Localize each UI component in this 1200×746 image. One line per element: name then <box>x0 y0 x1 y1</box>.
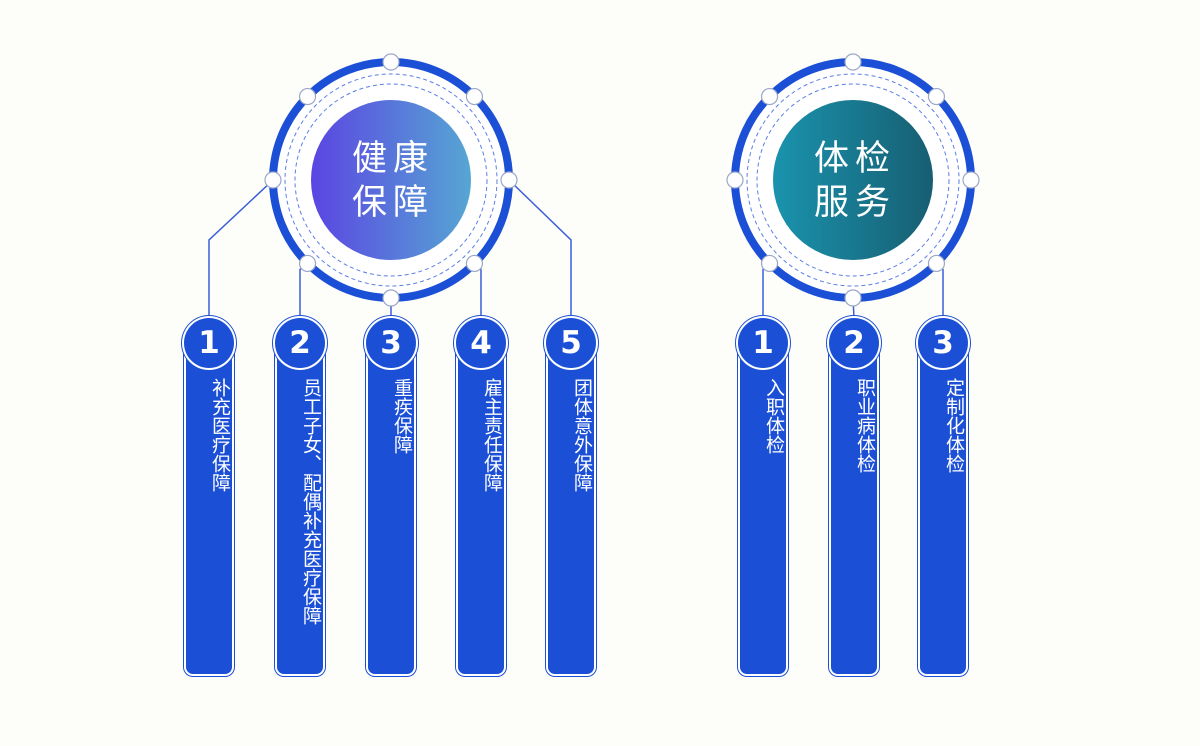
pillar-checkup-3: 3 定制化体检 <box>918 318 968 673</box>
pillar-health-5: 5 团体意外保障 <box>546 318 596 673</box>
hub-title-checkup-line2: 服务 <box>813 183 896 223</box>
pillar-health-2-label: 员工子女、配偶补充医疗保障 <box>300 378 322 625</box>
hub-title-health: 健康 保障 <box>308 121 478 241</box>
hub-checkup-node-7 <box>726 171 744 189</box>
pillar-checkup-3-label: 定制化体检 <box>943 378 965 473</box>
pillar-checkup-1-number: 1 <box>738 318 788 368</box>
hub-checkup-node-8 <box>760 87 779 106</box>
hub-health-node-5 <box>382 289 400 307</box>
pillar-health-4-label: 雇主责任保障 <box>481 378 503 492</box>
connector-health-5 <box>508 179 572 318</box>
hub-title-health-line2: 保障 <box>351 183 434 223</box>
pillar-health-2-number: 2 <box>275 318 325 368</box>
pillar-checkup-2: 2 职业病体检 <box>829 318 879 673</box>
hub-health-node-6 <box>298 254 317 273</box>
pillar-health-5-number: 5 <box>546 318 596 368</box>
pillar-health-4-number: 4 <box>456 318 506 368</box>
pillar-health-1-number: 1 <box>184 318 234 368</box>
pillar-health-5-label: 团体意外保障 <box>571 378 593 492</box>
hub-checkup-node-2 <box>927 87 946 106</box>
pillar-health-1-label: 补充医疗保障 <box>209 378 231 492</box>
pillar-checkup-1-label: 入职体检 <box>763 378 785 454</box>
pillar-health-3-number: 3 <box>366 318 416 368</box>
pillar-checkup-2-label: 职业病体检 <box>854 378 876 473</box>
hub-checkup-node-6 <box>760 254 779 273</box>
hub-health-node-2 <box>465 87 484 106</box>
connector-health-1 <box>208 179 274 318</box>
hub-health-node-7 <box>264 171 282 189</box>
hub-health-node-3 <box>500 171 518 189</box>
hub-title-checkup-line1: 体检 <box>813 139 896 179</box>
pillar-checkup-3-number: 3 <box>918 318 968 368</box>
hub-checkup-core <box>773 100 933 260</box>
pillar-health-3: 3 重疾保障 <box>366 318 416 673</box>
hub-title-checkup: 体检 服务 <box>770 121 940 241</box>
hub-health-node-4 <box>465 254 484 273</box>
pillar-health-3-label: 重疾保障 <box>391 378 413 454</box>
pillar-health-1: 1 补充医疗保障 <box>184 318 234 673</box>
hub-health-node-8 <box>298 87 317 106</box>
hub-checkup-node-1 <box>844 53 862 71</box>
hub-health-dashed-ring-outer <box>284 73 498 287</box>
hub-checkup-dashed-ring-outer <box>746 73 960 287</box>
hub-health-dashed-ring-inner <box>294 83 488 277</box>
pillar-health-2: 2 员工子女、配偶补充医疗保障 <box>275 318 325 673</box>
pillar-checkup-2-number: 2 <box>829 318 879 368</box>
hub-health-node-1 <box>382 53 400 71</box>
hub-checkup-node-3 <box>962 171 980 189</box>
hub-checkup-dashed-ring-inner <box>756 83 950 277</box>
hub-health-core <box>311 100 471 260</box>
pillar-health-4: 4 雇主责任保障 <box>456 318 506 673</box>
hub-checkup-node-5 <box>844 289 862 307</box>
hub-title-health-line1: 健康 <box>351 139 434 179</box>
pillar-checkup-1: 1 入职体检 <box>738 318 788 673</box>
hub-checkup-node-4 <box>927 254 946 273</box>
